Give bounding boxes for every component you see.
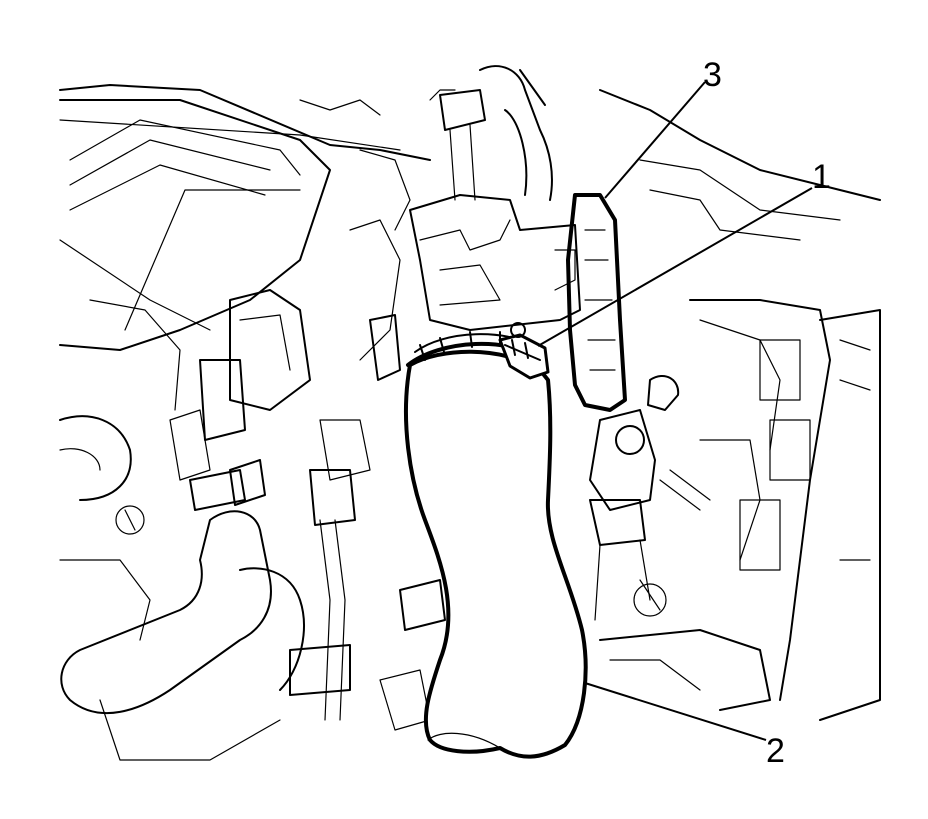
leader-line-3	[604, 81, 706, 199]
engine-cover	[59, 84, 431, 411]
air-inlet-duct	[404, 331, 588, 759]
lower-left-hose	[60, 459, 305, 761]
engine-block-left	[59, 149, 446, 731]
leader-line-1	[537, 187, 813, 347]
upper-hoses	[299, 65, 553, 201]
throttle-body	[409, 193, 627, 412]
callout-number-3: 3	[703, 56, 722, 94]
engine-block-right	[599, 89, 881, 721]
leader-line-2	[584, 682, 767, 741]
callout-number-1: 1	[812, 158, 831, 196]
callout-number-2: 2	[766, 732, 785, 770]
fittings-right	[589, 375, 711, 621]
hose-clamp	[498, 322, 550, 380]
